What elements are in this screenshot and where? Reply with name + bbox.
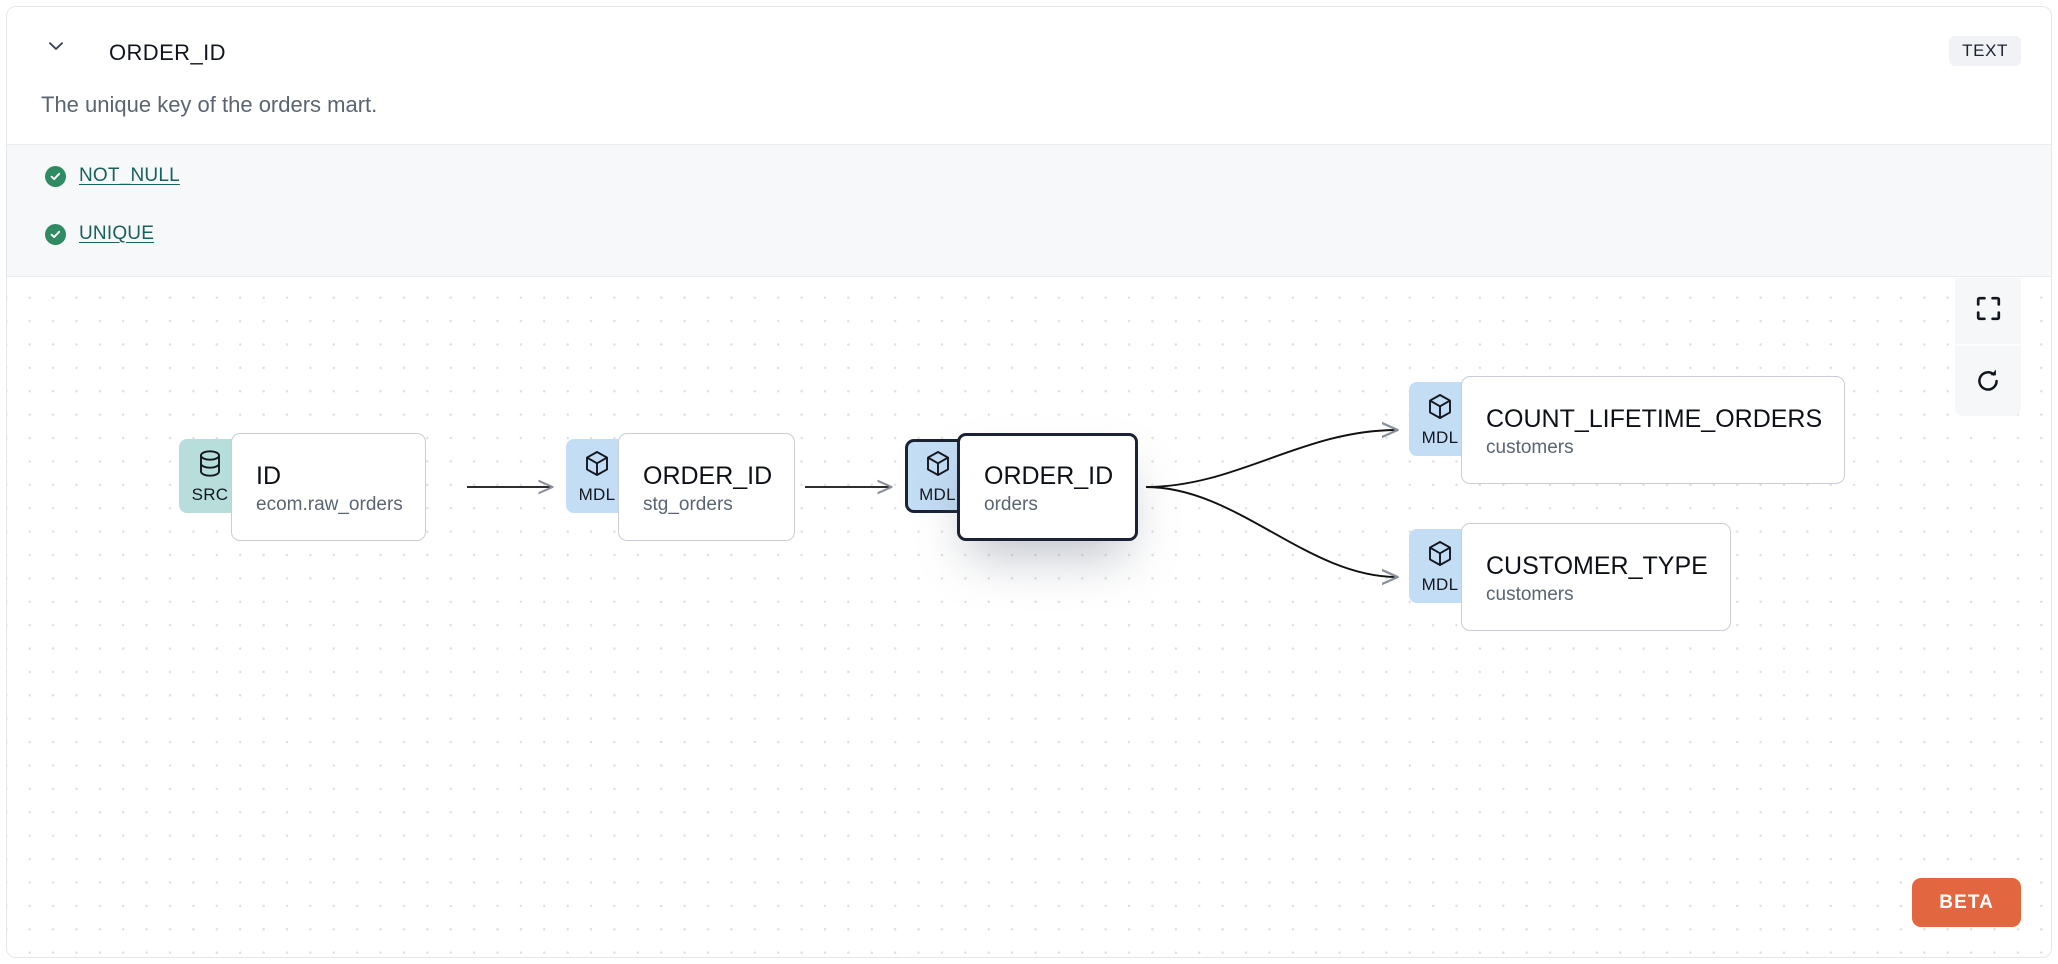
model-badge-label: MDL: [919, 485, 956, 504]
node-body: ID ecom.raw_orders: [231, 433, 426, 541]
column-detail-panel: ORDER_ID TEXT The unique key of the orde…: [6, 6, 2052, 958]
lineage-edges: [467, 278, 2051, 957]
node-column-name: ORDER_ID: [643, 462, 773, 491]
model-badge-label: MDL: [578, 485, 616, 504]
cube-icon: [583, 449, 611, 484]
lineage-node-stg-orders[interactable]: MDL ORDER_ID stg_orders: [566, 433, 796, 541]
chevron-down-icon[interactable]: [45, 35, 67, 57]
node-resource-name: stg_orders: [643, 494, 733, 516]
node-body: CUSTOMER_TYPE customers: [1461, 523, 1731, 631]
model-badge: MDL: [905, 439, 967, 513]
column-description: The unique key of the orders mart.: [41, 92, 378, 117]
cube-icon: [1426, 392, 1454, 427]
check-circle-icon: [45, 223, 66, 245]
node-body: ORDER_ID stg_orders: [618, 433, 796, 541]
model-badge: MDL: [566, 439, 628, 513]
graph-controls: [1955, 278, 2021, 416]
edge-orders-customer-type: [1145, 486, 1397, 577]
test-item[interactable]: UNIQUE: [45, 223, 154, 245]
model-badge: MDL: [1409, 382, 1471, 456]
node-body: ORDER_ID orders: [957, 433, 1139, 541]
beta-badge[interactable]: BETA: [1912, 878, 2021, 927]
lineage-node-orders-selected[interactable]: MDL ORDER_ID orders: [905, 433, 1139, 541]
lineage-node-count-lifetime-orders[interactable]: MDL COUNT_LIFETIME_ORDERS customers: [1409, 376, 1846, 484]
node-resource-name: customers: [1486, 437, 1574, 459]
page-title: ORDER_ID: [109, 40, 226, 65]
node-body: COUNT_LIFETIME_ORDERS customers: [1461, 376, 1846, 484]
lineage-node-customer-type[interactable]: MDL CUSTOMER_TYPE customers: [1409, 523, 1731, 631]
node-resource-name: ecom.raw_orders: [256, 494, 403, 516]
node-resource-name: orders: [984, 494, 1038, 516]
cube-icon: [1426, 539, 1454, 574]
node-column-name: ID: [256, 462, 281, 491]
node-resource-name: customers: [1486, 584, 1574, 606]
node-column-name: CUSTOMER_TYPE: [1486, 552, 1708, 581]
panel-header: ORDER_ID TEXT: [7, 7, 2051, 79]
source-badge: SRC: [179, 439, 241, 513]
source-badge-label: SRC: [191, 485, 229, 504]
edge-orders-count: [1145, 430, 1397, 488]
model-badge-label: MDL: [1421, 575, 1459, 594]
fullscreen-icon: [1975, 295, 2002, 322]
lineage-node-src[interactable]: SRC ID ecom.raw_orders: [179, 433, 426, 541]
lineage-graph-canvas[interactable]: SRC ID ecom.raw_orders MDL ORDER_ID: [7, 278, 2051, 957]
fit-view-button[interactable]: [1955, 278, 2021, 344]
model-badge-label: MDL: [1421, 428, 1459, 447]
database-icon: [196, 449, 224, 484]
tests-section: NOT_NULL UNIQUE: [7, 144, 2051, 277]
node-column-name: ORDER_ID: [984, 462, 1114, 491]
model-badge: MDL: [1409, 529, 1471, 603]
test-link-unique[interactable]: UNIQUE: [79, 223, 155, 244]
check-circle-icon: [45, 165, 66, 187]
data-type-badge: TEXT: [1949, 36, 2021, 66]
test-item[interactable]: NOT_NULL: [45, 165, 180, 187]
cube-icon: [924, 449, 952, 484]
node-column-name: COUNT_LIFETIME_ORDERS: [1486, 405, 1823, 434]
refresh-icon: [1974, 367, 2002, 395]
reset-button[interactable]: [1955, 344, 2021, 416]
test-link-not-null[interactable]: NOT_NULL: [79, 165, 180, 186]
